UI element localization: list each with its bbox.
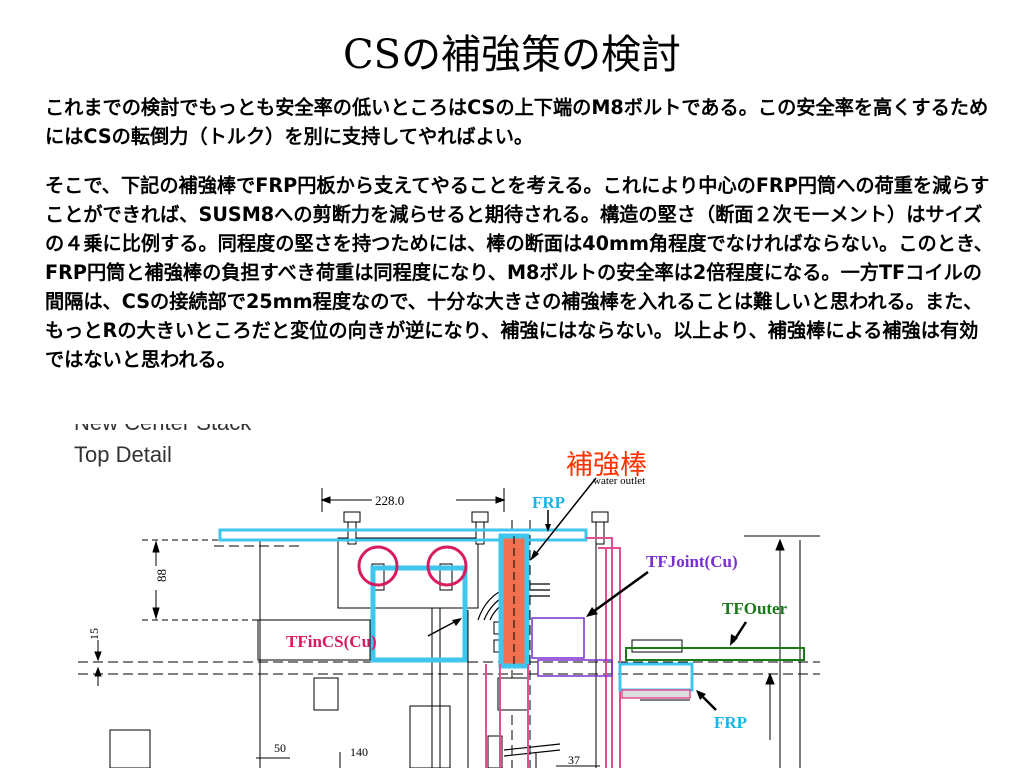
structure-outline [109, 535, 820, 768]
analysis-paragraph: そこで、下記の補強棒でFRP円板から支えてやることを考える。これにより中心のFR… [45, 174, 993, 371]
tf-joint-arrow [586, 570, 649, 617]
dimension-37-text: 37 [568, 753, 580, 767]
tf-joint-label: TFJoint(Cu) [646, 552, 738, 571]
water-outlet-label: water outlet [593, 475, 645, 487]
dimension-140-text: 140 [350, 745, 368, 759]
reinforcement-bar-label: 補強棒 [566, 450, 647, 481]
dimension-bottom [256, 752, 600, 768]
dimension-88 [142, 539, 360, 621]
dimension-88-text: 88 [154, 569, 169, 582]
pink-structure-lines [485, 537, 621, 768]
frp-top-label: FRP [532, 493, 565, 512]
bolt-highlight-circle-left [357, 545, 399, 587]
dimension-228 [320, 488, 506, 512]
drawing-header-line2: Top Detail [74, 442, 172, 467]
dimension-228-text: 228.0 [375, 493, 404, 508]
drawing-header-line1: New Center Stack [74, 410, 252, 435]
tf-outer-label: TFOuter [722, 599, 788, 618]
bolt-highlight-circle-right [426, 545, 468, 587]
frp-top-arrow [545, 510, 551, 532]
tfincs-outline [370, 565, 468, 663]
frp-bottom-label: FRP [714, 713, 747, 732]
slide-title: CSの補強策の検討 [342, 32, 681, 78]
frp-bottom-arrow [696, 690, 717, 711]
dimension-15-text: 15 [87, 628, 101, 640]
intro-paragraph: これまでの検討でもっとも安全率の低いところはCSの上下端のM8ボルトである。この… [45, 96, 989, 148]
tfincs-arrow [427, 618, 462, 637]
dimension-50-text: 50 [274, 741, 286, 755]
frp-top-plate [218, 528, 588, 542]
tf-outer-arrow [730, 621, 748, 646]
tf-joint [531, 617, 613, 677]
tf-outer [625, 647, 805, 661]
dimension-15 [94, 640, 102, 686]
frp-bottom-block [618, 662, 694, 692]
reinforcement-arrow [530, 477, 597, 561]
tf-in-cs-label: TFinCS(Cu) [286, 632, 377, 651]
